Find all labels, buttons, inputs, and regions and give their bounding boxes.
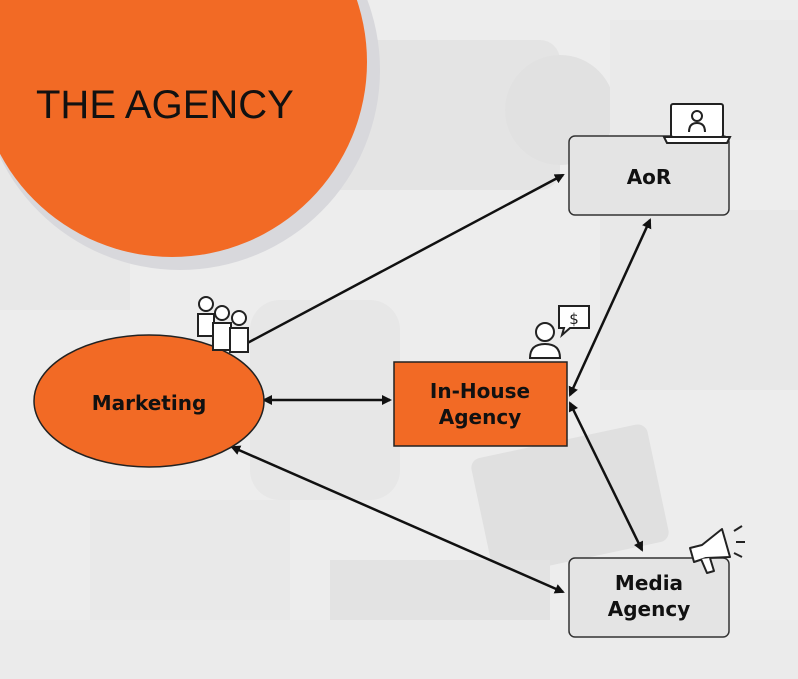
person-with-dollar-bubble-icon: $ <box>528 305 590 359</box>
node-in-house-agency: In-House Agency <box>393 361 568 447</box>
marketing-label: Marketing <box>92 391 207 415</box>
media-label-line1: Media <box>615 571 683 595</box>
node-marketing: Marketing <box>33 334 265 468</box>
media-label-line2: Agency <box>608 597 691 621</box>
people-group-icon <box>197 296 249 353</box>
connectors <box>230 173 652 594</box>
dollar-sign: $ <box>569 310 579 328</box>
node-media-agency: Media Agency <box>568 557 730 638</box>
arrow-inhouse-media <box>568 401 644 552</box>
page-title: THE AGENCY <box>36 83 294 127</box>
arrow-marketing-aor <box>236 173 565 350</box>
node-aor: AoR <box>568 135 730 216</box>
megaphone-icon <box>689 525 745 574</box>
aor-label: AoR <box>627 165 672 189</box>
arrow-marketing-media <box>230 445 565 594</box>
arrow-aor-inhouse <box>568 218 652 397</box>
laptop-person-icon <box>662 103 732 144</box>
in-house-label-line2: Agency <box>439 405 522 429</box>
in-house-label-line1: In-House <box>430 379 530 403</box>
